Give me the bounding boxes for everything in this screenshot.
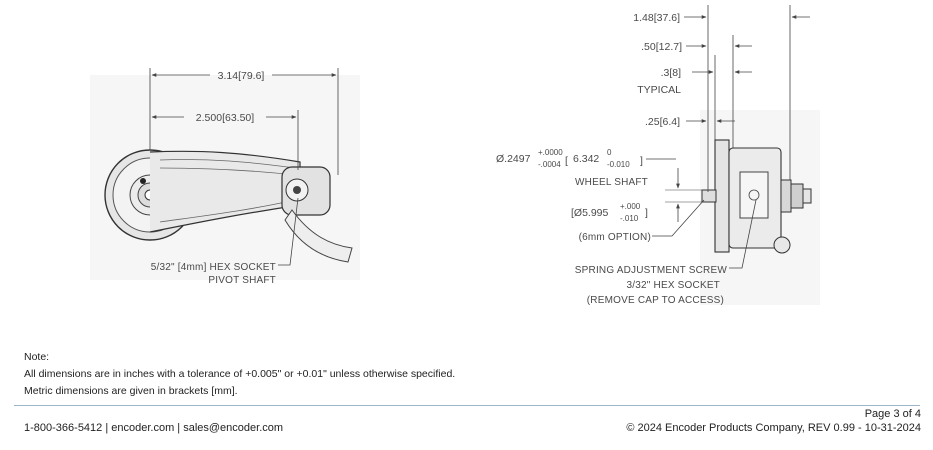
remove-cap-note: (REMOVE CAP TO ACCESS) [587, 295, 724, 306]
option-tolerance-plus: +.000 [620, 202, 641, 211]
shaft-bracket-open: [ [565, 155, 568, 167]
option-tolerance-minus: -.010 [620, 214, 639, 223]
dim-1-48: 1.48[37.6] [633, 12, 680, 24]
front-view-drawing: 1.48[37.6] .50[12.7] .3[8] TYPICAL .25[6… [496, 5, 820, 306]
technical-drawing: 3.14[79.6] 2.500[63.50] 5/32" [4mm] HEX … [90, 5, 820, 306]
shaft-bracket-close: ] [640, 155, 643, 167]
dim-0-3: .3[8] [661, 67, 682, 79]
note-tolerance: All dimensions are in inches with a tole… [24, 368, 456, 380]
shaft-metric: 6.342 [573, 153, 599, 165]
shaft-metric-minus: -0.010 [607, 160, 630, 169]
hex-socket-callout: 5/32" [4mm] HEX SOCKET [151, 262, 276, 273]
note-metric: Metric dimensions are given in brackets … [24, 385, 238, 397]
option-diameter: [Ø5.995 [571, 207, 609, 219]
footer-contact: 1-800-366-5412 | encoder.com | sales@enc… [24, 422, 284, 434]
dim-0-25: .25[6.4] [645, 116, 680, 128]
shaft-tolerance-minus: -.0004 [538, 160, 561, 169]
side-view-drawing: 3.14[79.6] 2.500[63.50] 5/32" [4mm] HEX … [90, 68, 360, 286]
dim-overall-width: 3.14[79.6] [218, 70, 265, 82]
note-heading: Note: [24, 351, 50, 363]
footer-copyright: © 2024 Encoder Products Company, REV 0.9… [626, 422, 921, 434]
dim-center-distance: 2.500[63.50] [196, 112, 254, 124]
hex-socket-spec: 3/32" HEX SOCKET [627, 280, 720, 291]
option-bracket-close: ] [645, 207, 648, 219]
shaft-diameter: Ø.2497 [496, 153, 531, 165]
shaft-tolerance-plus: +.0000 [538, 148, 563, 157]
option-label: (6mm OPTION) [579, 232, 651, 243]
pivot-shaft-callout: PIVOT SHAFT [208, 275, 276, 286]
footer-divider [14, 405, 920, 406]
shaft-metric-plus: 0 [607, 148, 612, 157]
wheel-shaft-label: WHEEL SHAFT [575, 177, 648, 188]
spring-screw-callout: SPRING ADJUSTMENT SCREW [575, 265, 728, 276]
dim-0-50: .50[12.7] [641, 41, 682, 53]
dim-typical-note: TYPICAL [637, 84, 681, 96]
page-number: Page 3 of 4 [864, 408, 921, 420]
